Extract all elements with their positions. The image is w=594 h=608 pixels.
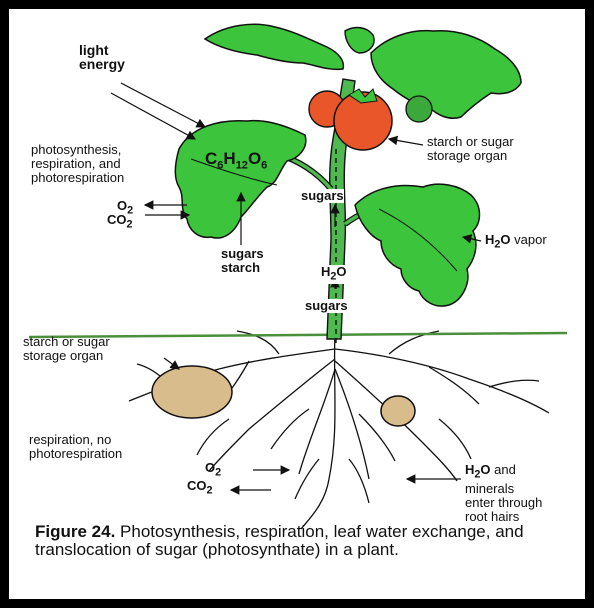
vapor-label: H2O vapor xyxy=(485,233,547,252)
glucose-formula: C6H12O6 xyxy=(205,149,267,171)
root-tuber-small xyxy=(381,396,415,426)
stem-sugars-down-label: sugars xyxy=(305,299,348,313)
root-respiration-label: respiration, no photorespiration xyxy=(29,433,122,461)
stem-h2o-label: H2O xyxy=(321,265,347,284)
root-water-label: H2O and minerals enter through root hair… xyxy=(465,463,542,524)
figure-number: Figure 24. xyxy=(35,522,115,541)
root-co2-label: CO2 xyxy=(187,479,213,498)
leaf-small xyxy=(345,28,374,53)
root-o2-label: O2 xyxy=(205,461,221,480)
sugars-starch-label: sugars starch xyxy=(221,247,264,275)
root-storage-label: starch or sugar storage organ xyxy=(23,335,110,363)
fruit-storage-label: starch or sugar storage organ xyxy=(427,135,514,163)
figure-caption: Figure 24. Photosynthesis, respiration, … xyxy=(35,523,575,559)
stem-sugars-up-label: sugars xyxy=(301,189,344,203)
leaf-processes-label: photosynthesis, respiration, and photore… xyxy=(31,143,124,185)
root-tuber-large xyxy=(152,366,232,418)
leaf-right xyxy=(355,184,480,306)
light-energy-label: light energy xyxy=(79,43,125,71)
fruit-green xyxy=(406,96,432,122)
leaf-co2-label: CO2 xyxy=(107,213,133,232)
leaf-top-right xyxy=(371,31,521,119)
leaf-top xyxy=(205,24,343,69)
figure-frame: light energy photosynthesis, respiration… xyxy=(9,9,585,599)
